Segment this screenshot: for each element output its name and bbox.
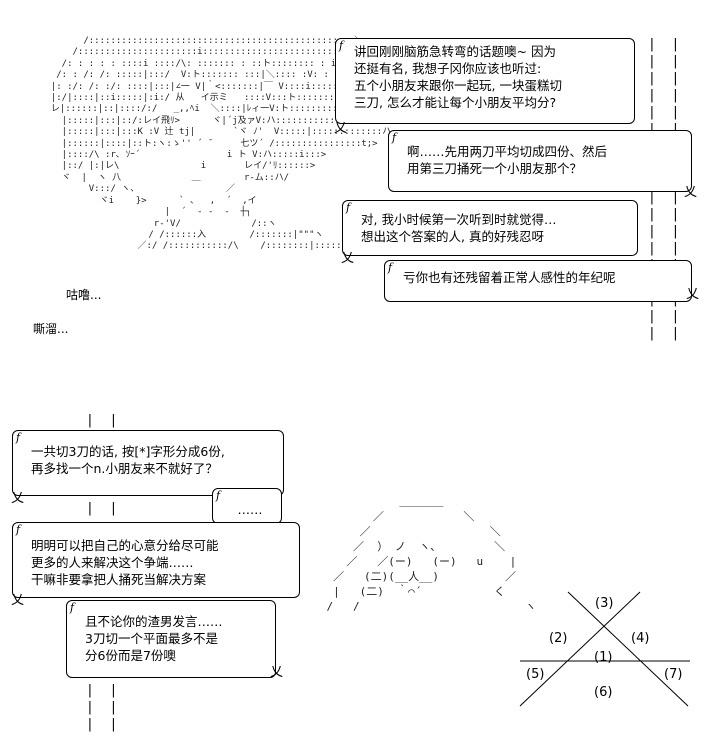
speech-bubble-2: f 啊……先用两刀平均切成四份、然后 用第三刀捅死一个小朋友那个？ 乂: [388, 130, 697, 200]
bubble-1-line-1: 讲回刚刚脑筋急转弯的话题噢~ 因为: [354, 44, 556, 59]
speech-continuation-bars-top-left: | |: [86, 413, 118, 428]
cut-line-2: [519, 591, 641, 707]
bubble-8-line-1: 且不论你的渣男发言……: [85, 614, 223, 629]
region-label-3: (3): [595, 596, 613, 611]
speech-bubble-1: f 讲回刚刚脑筋急转弯的话题噢~ 因为 还挺有名, 我想子冈你应该也听过: 五个…: [334, 38, 635, 136]
sound-effect-gulp: 咕噜...: [66, 288, 102, 302]
bubble-7-line-2: 更多的人来解决这个争端……: [31, 555, 194, 570]
speech-bubble-6: f ……: [212, 488, 282, 524]
bubble-5-line-1: 一共切3刀的话, 按[*]字形分成6份,: [31, 444, 225, 459]
bubble-8-line-3: 分6份而是7份噢: [85, 648, 176, 663]
bubble-4-line-1: 亏你也有还残留着正常人感性的年纪呢: [403, 270, 616, 285]
speech-continuation-bars-mid-left: | |: [86, 501, 118, 516]
bubble-7-line-3: 干嘛非要拿把人捅死当解决方案: [31, 572, 207, 587]
bubble-1-line-3: 五个小朋友来跟你一起玩, 一块蛋糕切: [354, 78, 562, 93]
speech-continuation-bars-bottom-left: | | | | | |: [86, 683, 118, 732]
region-label-6: (6): [594, 685, 612, 700]
bubble-1-line-2: 还挺有名, 我想子冈你应该也听过:: [354, 61, 542, 76]
sound-effect-slurp: 嘶溜...: [33, 322, 69, 336]
bubble-7-line-1: 明明可以把自己的心意分给尽可能: [31, 538, 219, 553]
region-label-2: (2): [549, 631, 567, 646]
bubble-5-line-2: 再多找一个n.小朋友来不就好了？: [31, 461, 218, 476]
character-ascii-art-bottom: ＿＿＿＿ ／ ＼ ／ ＼ ／ ） ノ ヽ、 ＼ ／ ／(ー) (ー) u | ／…: [326, 495, 537, 613]
region-label-1: (1): [594, 650, 612, 665]
bubble-3-line-2: 想出这个答案的人, 真的好残忍呀: [361, 229, 544, 244]
speech-bubble-5: f 一共切3刀的话, 按[*]字形分成6份, 再多找一个n.小朋友来不就好了？ …: [11, 430, 284, 506]
bubble-6-line-1: ……: [237, 502, 263, 517]
speech-bubble-8: f 且不论你的渣男发言…… 3刀切一个平面最多不是 分6份而是7份噢 乂: [66, 600, 283, 680]
bubble-2-line-2: 用第三刀捅死一个小朋友那个？: [407, 161, 583, 176]
region-label-5: (5): [526, 667, 544, 682]
bubble-3-line-1: 对, 我小时候第一次听到时就觉得…: [361, 212, 557, 227]
bubble-8-line-2: 3刀切一个平面最多不是: [85, 631, 218, 646]
speech-bubble-4: f 亏你也有还残留着正常人感性的年纪呢 乂: [384, 260, 699, 302]
region-label-4: (4): [631, 631, 649, 646]
bubble-1-line-4: 三刀, 怎么才能让每个小朋友平均分?: [354, 95, 557, 110]
speech-bubble-3: f 对, 我小时候第一次听到时就觉得… 想出这个答案的人, 真的好残忍呀 乂: [341, 200, 638, 266]
speech-bubble-7: f 明明可以把自己的心意分给尽可能 更多的人来解决这个争端…… 干嘛非要拿把人捅…: [11, 522, 300, 608]
bubble-2-line-1: 啊……先用两刀平均切成四份、然后: [407, 144, 608, 159]
region-label-7: (7): [664, 667, 682, 682]
cut-line-1: [567, 591, 689, 707]
